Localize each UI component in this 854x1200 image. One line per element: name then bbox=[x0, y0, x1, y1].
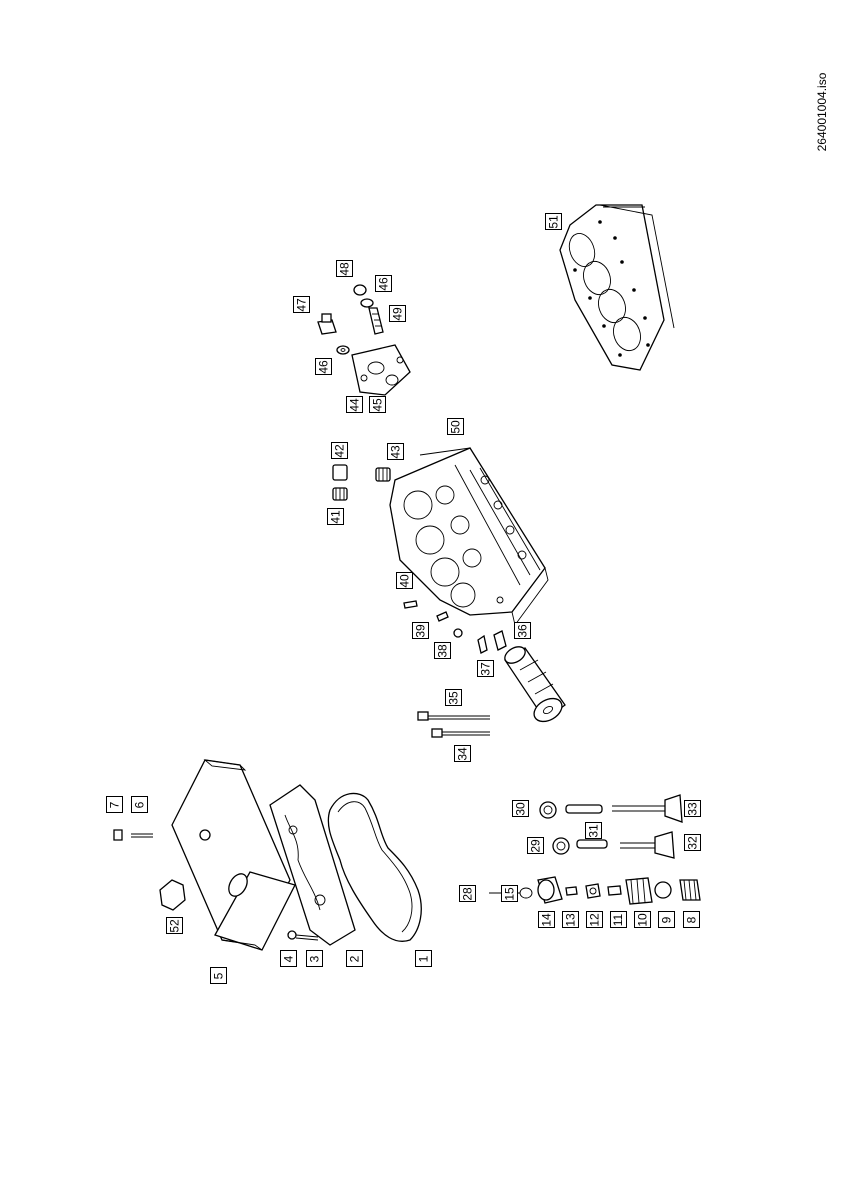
callout-34: 34 bbox=[454, 745, 471, 762]
callout-50: 50 bbox=[447, 418, 464, 435]
callout-10: 10 bbox=[634, 911, 651, 928]
callout-label: 6 bbox=[132, 801, 147, 808]
callout-label: 35 bbox=[446, 690, 461, 705]
callout-label: 8 bbox=[684, 916, 699, 923]
callout-8: 8 bbox=[683, 911, 700, 928]
callout-label: 10 bbox=[635, 912, 650, 927]
callout-label: 15 bbox=[502, 886, 517, 901]
callout-label: 14 bbox=[539, 912, 554, 927]
callout-46b: 46 bbox=[375, 275, 392, 292]
callout-46a: 46 bbox=[315, 358, 332, 375]
callout-36: 36 bbox=[514, 622, 531, 639]
callout-32: 32 bbox=[684, 834, 701, 851]
callout-label: 49 bbox=[390, 306, 405, 321]
callout-7: 7 bbox=[106, 796, 123, 813]
callout-label: 37 bbox=[478, 661, 493, 676]
callout-15: 15 bbox=[501, 885, 518, 902]
callout-label: 11 bbox=[611, 913, 626, 926]
callout-14: 14 bbox=[538, 911, 555, 928]
callout-label: 32 bbox=[685, 835, 700, 850]
callout-49: 49 bbox=[389, 305, 406, 322]
callout-41: 41 bbox=[327, 508, 344, 525]
callout-label: 47 bbox=[294, 297, 309, 312]
callout-52: 52 bbox=[166, 917, 183, 934]
valve-cover-part bbox=[171, 759, 296, 951]
callout-4: 4 bbox=[280, 950, 297, 967]
callout-45: 45 bbox=[369, 396, 386, 413]
callout-label: 36 bbox=[515, 623, 530, 638]
callout-37: 37 bbox=[477, 660, 494, 677]
callout-2: 2 bbox=[346, 950, 363, 967]
callout-31: 31 bbox=[585, 822, 602, 839]
callout-28: 28 bbox=[459, 885, 476, 902]
callout-label: 7 bbox=[107, 801, 122, 808]
callout-label: 5 bbox=[211, 972, 226, 979]
callout-label: 52 bbox=[167, 918, 182, 933]
callout-35: 35 bbox=[445, 689, 462, 706]
callout-label: 51 bbox=[546, 214, 561, 229]
callout-label: 45 bbox=[370, 397, 385, 412]
camshaft-part bbox=[504, 646, 566, 723]
plug-parts-41-42-43 bbox=[332, 464, 391, 501]
callout-label: 41 bbox=[328, 509, 343, 524]
callout-label: 33 bbox=[685, 801, 700, 816]
cover-bolt-parts bbox=[113, 829, 319, 941]
callout-29: 29 bbox=[527, 837, 544, 854]
callout-12: 12 bbox=[586, 911, 603, 928]
callout-label: 12 bbox=[587, 912, 602, 927]
callout-label: 43 bbox=[388, 444, 403, 459]
callout-40: 40 bbox=[396, 572, 413, 589]
callout-13: 13 bbox=[562, 911, 579, 928]
callout-label: 44 bbox=[347, 397, 362, 412]
callout-33: 33 bbox=[684, 800, 701, 817]
callout-44: 44 bbox=[346, 396, 363, 413]
callout-5: 5 bbox=[210, 967, 227, 984]
cylinder-head-part bbox=[389, 447, 549, 627]
long-bolt-parts bbox=[417, 711, 490, 738]
callout-42: 42 bbox=[331, 442, 348, 459]
callout-label: 30 bbox=[513, 801, 528, 816]
callout-label: 34 bbox=[455, 746, 470, 761]
stud-parts-36-40 bbox=[403, 600, 507, 654]
callout-1: 1 bbox=[415, 950, 432, 967]
callout-11: 11 bbox=[610, 911, 627, 928]
callout-label: 48 bbox=[337, 261, 352, 276]
rocker-cover-part bbox=[269, 784, 356, 946]
callout-38: 38 bbox=[434, 642, 451, 659]
thermostat-plate-part bbox=[351, 344, 411, 396]
callout-43: 43 bbox=[387, 443, 404, 460]
callout-47: 47 bbox=[293, 296, 310, 313]
callout-label: 42 bbox=[332, 443, 347, 458]
callout-label: 9 bbox=[659, 916, 674, 923]
callout-48: 48 bbox=[336, 260, 353, 277]
callout-label: 13 bbox=[563, 912, 578, 927]
document-id: 264001004.iso bbox=[815, 72, 829, 152]
callout-label: 39 bbox=[413, 623, 428, 638]
callout-label: 3 bbox=[307, 955, 322, 962]
head-gasket-part bbox=[559, 204, 675, 371]
washer-and-plug-parts bbox=[317, 284, 384, 355]
callout-label: 38 bbox=[435, 643, 450, 658]
callout-30: 30 bbox=[512, 800, 529, 817]
callout-9: 9 bbox=[658, 911, 675, 928]
callout-label: 28 bbox=[460, 886, 475, 901]
callout-39: 39 bbox=[412, 622, 429, 639]
callout-label: 4 bbox=[281, 955, 296, 962]
callout-label: 2 bbox=[347, 955, 362, 962]
callout-label: 40 bbox=[397, 573, 412, 588]
callout-3: 3 bbox=[306, 950, 323, 967]
callout-51: 51 bbox=[545, 213, 562, 230]
callout-label: 50 bbox=[448, 419, 463, 434]
valve-train-parts bbox=[519, 876, 701, 905]
callout-label: 46 bbox=[376, 276, 391, 291]
callout-6: 6 bbox=[131, 796, 148, 813]
callout-label: 1 bbox=[416, 955, 431, 962]
oil-filler-cap-part bbox=[159, 879, 186, 911]
cover-gasket-part bbox=[327, 792, 422, 942]
callout-label: 29 bbox=[528, 838, 543, 853]
callout-label: 46 bbox=[316, 359, 331, 374]
callout-label: 31 bbox=[586, 823, 601, 838]
valve-and-guide-parts bbox=[539, 794, 683, 859]
